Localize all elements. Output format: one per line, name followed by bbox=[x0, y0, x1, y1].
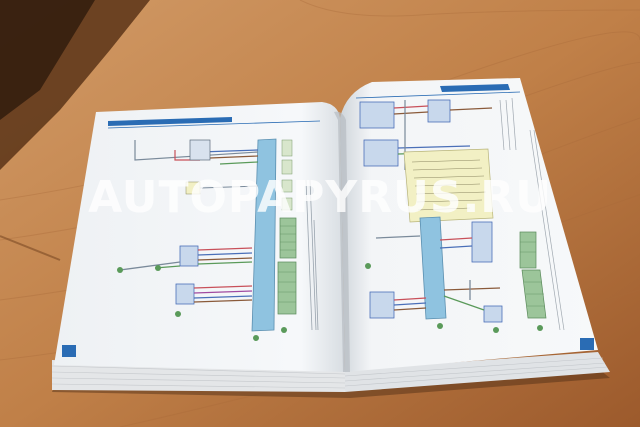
right-page-number-tab bbox=[580, 338, 594, 350]
right-page-text-column bbox=[499, 97, 565, 331]
right-lower-wires bbox=[375, 235, 501, 311]
ground-symbols-right bbox=[365, 263, 543, 333]
right-ecu-pins bbox=[520, 241, 545, 307]
right-page-header-bar bbox=[440, 84, 510, 92]
left-lower-wires bbox=[119, 247, 253, 303]
ecu-pin-grid bbox=[278, 225, 296, 303]
page-stack-lines-right bbox=[344, 357, 608, 387]
right-sensor-3 bbox=[483, 305, 503, 323]
right-component-3 bbox=[427, 99, 451, 123]
ecu-connector-upper bbox=[279, 217, 297, 259]
connector-block bbox=[251, 138, 277, 332]
right-component-1 bbox=[359, 101, 395, 129]
note-box-text bbox=[411, 159, 487, 211]
right-component-2 bbox=[363, 139, 399, 167]
left-header-rule bbox=[107, 120, 321, 129]
left-page-header-bar bbox=[108, 117, 232, 126]
table-seam bbox=[0, 235, 61, 261]
relay-box bbox=[189, 139, 211, 161]
fuse-wire bbox=[199, 185, 259, 189]
left-page-number-tab bbox=[62, 345, 76, 357]
ecu-connector-lower bbox=[277, 261, 297, 315]
small-connectors bbox=[281, 139, 293, 211]
right-connector-block bbox=[419, 216, 447, 320]
sensor-1 bbox=[179, 245, 199, 267]
ground-symbols-left bbox=[117, 265, 287, 341]
right-ecu-connector-upper bbox=[519, 231, 537, 269]
book-shadow bbox=[52, 370, 610, 398]
right-header-rule bbox=[355, 91, 521, 99]
right-sensor-2 bbox=[471, 221, 493, 263]
watermark-text: AUTOPAPYRUS.RU bbox=[88, 172, 552, 223]
dark-background bbox=[0, 0, 95, 120]
sensor-2 bbox=[175, 283, 195, 305]
page-stack-lines-left bbox=[51, 365, 346, 389]
book-spine bbox=[334, 111, 350, 373]
note-box bbox=[403, 148, 494, 223]
right-sensor-1 bbox=[369, 291, 395, 319]
left-page-caption bbox=[305, 179, 319, 331]
watermark: AUTOPAPYRUS.RU bbox=[0, 172, 640, 223]
